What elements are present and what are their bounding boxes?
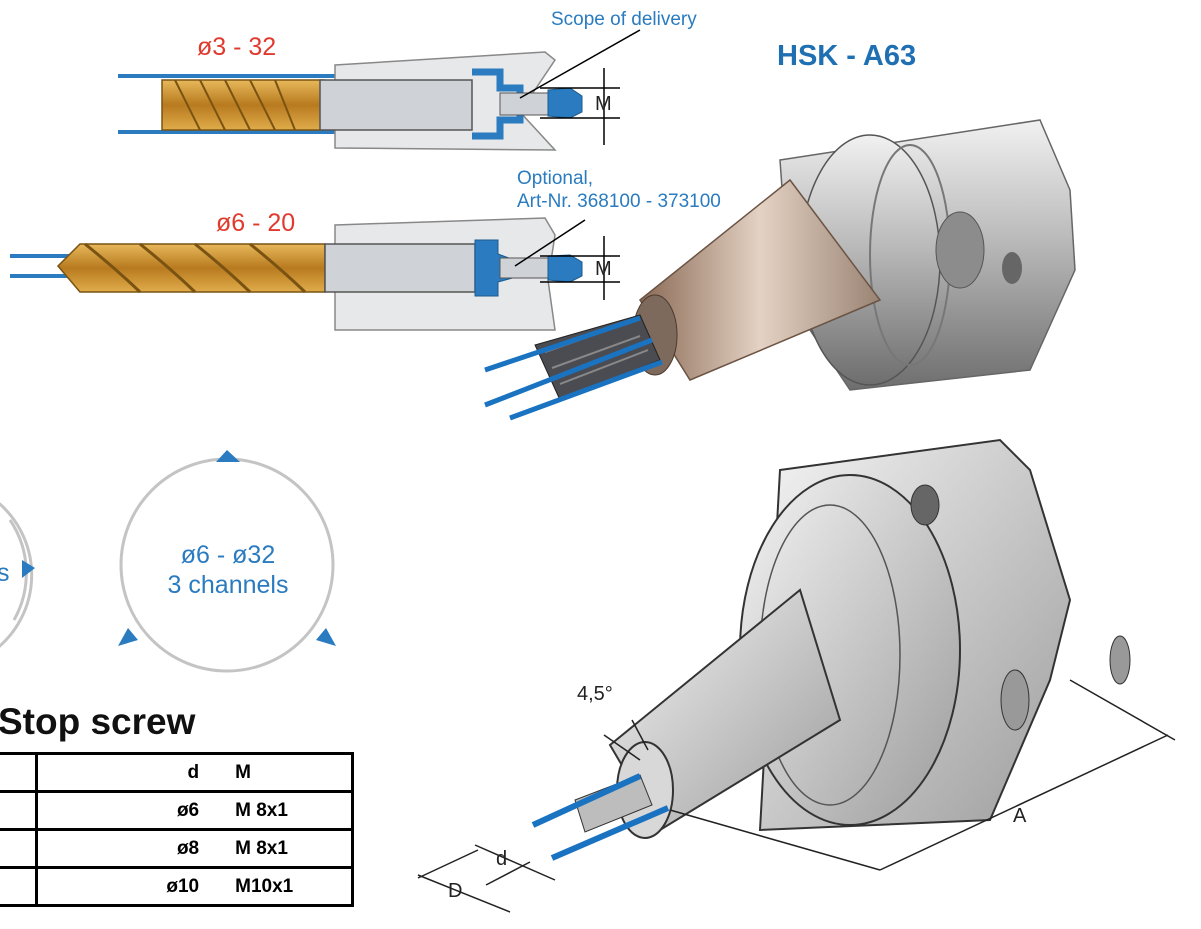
- thread-m-top-label: M: [595, 93, 612, 115]
- channels-right-diameter-label: ø6 - ø32: [180, 541, 276, 569]
- table-header-cell: d: [36, 752, 212, 793]
- diameter-range-endmill-label: ø3 - 32: [197, 33, 277, 61]
- stop-screw-title: Stop screw: [0, 701, 196, 742]
- table-cell: M 8x1: [211, 828, 355, 869]
- hsk-holder-photo: [484, 119, 1076, 421]
- table-cell: [0, 866, 39, 907]
- table-cell: [0, 828, 39, 869]
- table-cell: ø6: [36, 790, 212, 831]
- thread-m-mid-label: M: [595, 258, 612, 280]
- diameter-range-drill-label: ø6 - 20: [216, 209, 296, 237]
- channels-left-partial-label: s: [0, 559, 10, 587]
- angle-label: 4,5°: [577, 683, 613, 705]
- table-header-cell: [0, 752, 39, 793]
- channel-circle-right: [118, 450, 336, 673]
- technical-drawing: [417, 438, 1176, 913]
- table-cell: M 8x1: [211, 790, 355, 831]
- table-row: ø10 M10x1: [0, 866, 355, 907]
- hsk-title: HSK - A63: [777, 40, 917, 72]
- stop-screw-table: d M ø6 M 8x1 ø8 M 8x1 ø10 M10x1: [0, 752, 355, 907]
- scope-of-delivery-label: Scope of delivery: [551, 9, 697, 30]
- channels-right-count-label: 3 channels: [167, 571, 289, 599]
- table-row: ø8 M 8x1: [0, 828, 355, 869]
- table-cell: ø8: [36, 828, 212, 869]
- table-row: ø6 M 8x1: [0, 790, 355, 831]
- dimension-a-label: A: [1013, 805, 1027, 827]
- table-cell: [0, 790, 39, 831]
- table-cell: ø10: [36, 866, 212, 907]
- cross-section-endmill: [118, 29, 641, 151]
- optional-article-label: Art-Nr. 368100 - 373100: [517, 191, 721, 212]
- table-header-row: d M: [0, 752, 355, 793]
- dimension-d-large-label: D: [448, 880, 463, 902]
- optional-label: Optional,: [517, 168, 594, 189]
- channel-circle-left-partial: [0, 502, 35, 648]
- dimension-d-small-label: d: [496, 848, 508, 870]
- table-header-cell: M: [211, 752, 355, 793]
- cross-section-drill: [10, 217, 620, 331]
- table-cell: M10x1: [211, 866, 355, 907]
